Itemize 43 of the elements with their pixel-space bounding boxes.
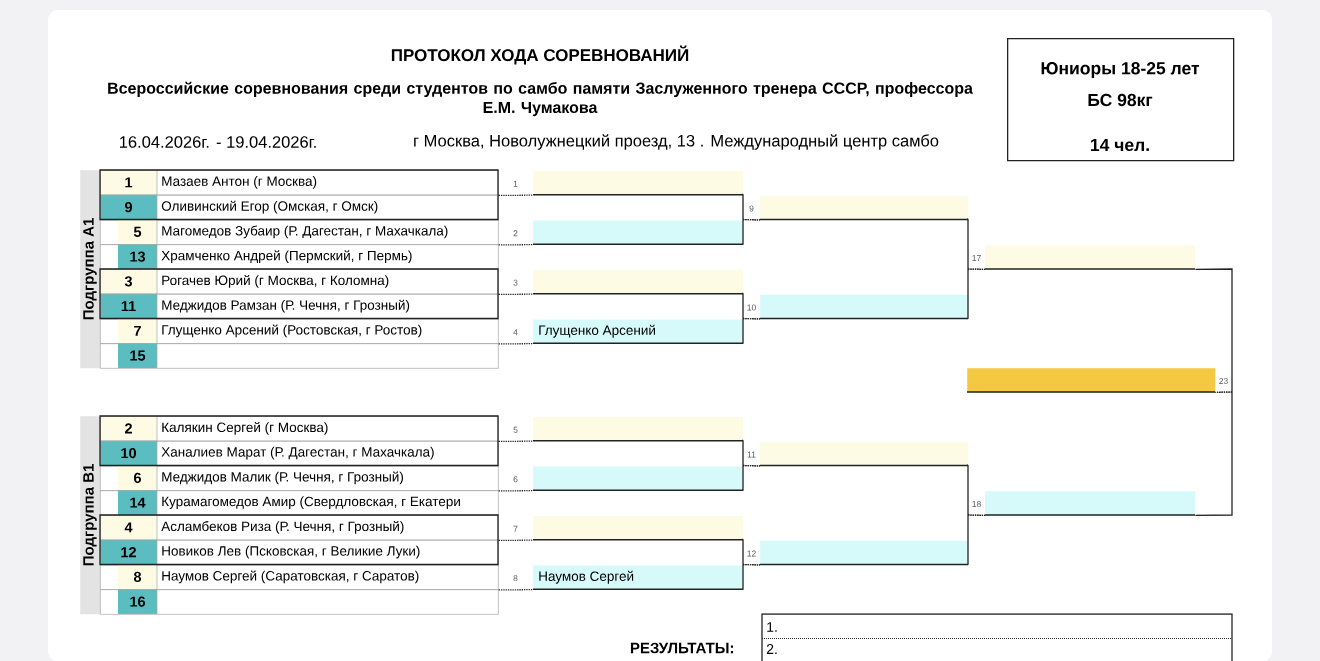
place-label: 2.	[766, 644, 777, 654]
bout-number: 17	[972, 255, 981, 261]
bout-number: 4	[513, 329, 518, 336]
competitor-row: 14 Курамагомедов Амир (Свердловская, г Екатери	[100, 489, 499, 516]
competitor-row: 6 Меджидов Малик (Р. Чечня, г Грозный)	[100, 465, 499, 491]
bout-number: 11	[747, 451, 756, 458]
bout-number: 9	[749, 205, 754, 212]
competitor-row: 2 Калякин Сергей (г Москва)	[100, 415, 499, 442]
category-box: Юниоры 18-25 лет БС 98кг 14 чел.	[1007, 38, 1235, 162]
competitor-row: 16	[100, 588, 499, 615]
competitor-row: 13 Храмченко Андрей (Пермский, г Пермь)	[100, 243, 499, 270]
competitor-row: 8 Наумов Сергей (Саратовская, г Саратов)	[100, 564, 499, 590]
place-label: 1.	[767, 622, 777, 632]
bout-number: 7	[513, 525, 518, 532]
competitor-row: 12 Новиков Лев (Псковская, г Великие Луки)	[100, 539, 499, 566]
bout-number: 5	[513, 426, 518, 433]
bout-number: 1	[513, 180, 518, 187]
bout-number: 10	[747, 304, 756, 311]
competitor-row: 9 Оливинский Егор (Омская, г Омск)	[100, 194, 499, 221]
bout-number: 12	[747, 550, 756, 557]
competitor-row: 15	[100, 342, 499, 369]
date-text: 16.04.2026г. - 19.04.2026г.	[120, 136, 316, 148]
competitor-row: 1 Мазаев Антон (г Москва)	[100, 169, 499, 196]
bout-number: 2	[513, 230, 518, 237]
subtitle: Всероссийские соревнования среди студентов по самбо памяти Заслуженного тренера СССР, профессора Е.М. Чумакова	[108, 81, 974, 117]
title: ПРОТОКОЛ ХОДА СОРЕВНОВАНИЙ	[391, 45, 689, 65]
competitor-row: 10 Ханалиев Марат (Р. Дагестан, г Махачкала)	[100, 440, 499, 467]
bout-number: 8	[513, 575, 518, 582]
bout-number: 23	[1219, 378, 1228, 384]
competitor-row: 3 Рогачев Юрий (г Москва, г Коломна)	[100, 268, 499, 295]
bout-number: 18	[972, 501, 981, 507]
competitor-row: 5 Магомедов Зубаир (Р. Дагестан, г Махачкала)	[100, 219, 499, 245]
group-band: Подгруппа А1	[80, 170, 101, 369]
bout-number: 6	[513, 476, 518, 483]
results-heading: РЕЗУЛЬТАТЫ:	[630, 642, 734, 654]
bout-slot: Наумов Сергей	[532, 565, 744, 590]
group-band: Подгруппа В1	[80, 416, 101, 615]
venue-text: г Москва, Новолужнецкий проезд, 13 . Международный центр самбо	[414, 134, 939, 150]
competitor-row: 4 Асламбеков Риза (Р. Чечня, г Грозный)	[100, 514, 499, 541]
bout-slot: Глущенко Арсений	[532, 319, 744, 344]
competitor-row: 7 Глущенко Арсений (Ростовская, г Ростов)	[100, 318, 499, 344]
competitor-row: 11 Меджидов Рамзан (Р. Чечня, г Грозный)	[100, 293, 499, 320]
bout-number: 3	[513, 279, 518, 286]
